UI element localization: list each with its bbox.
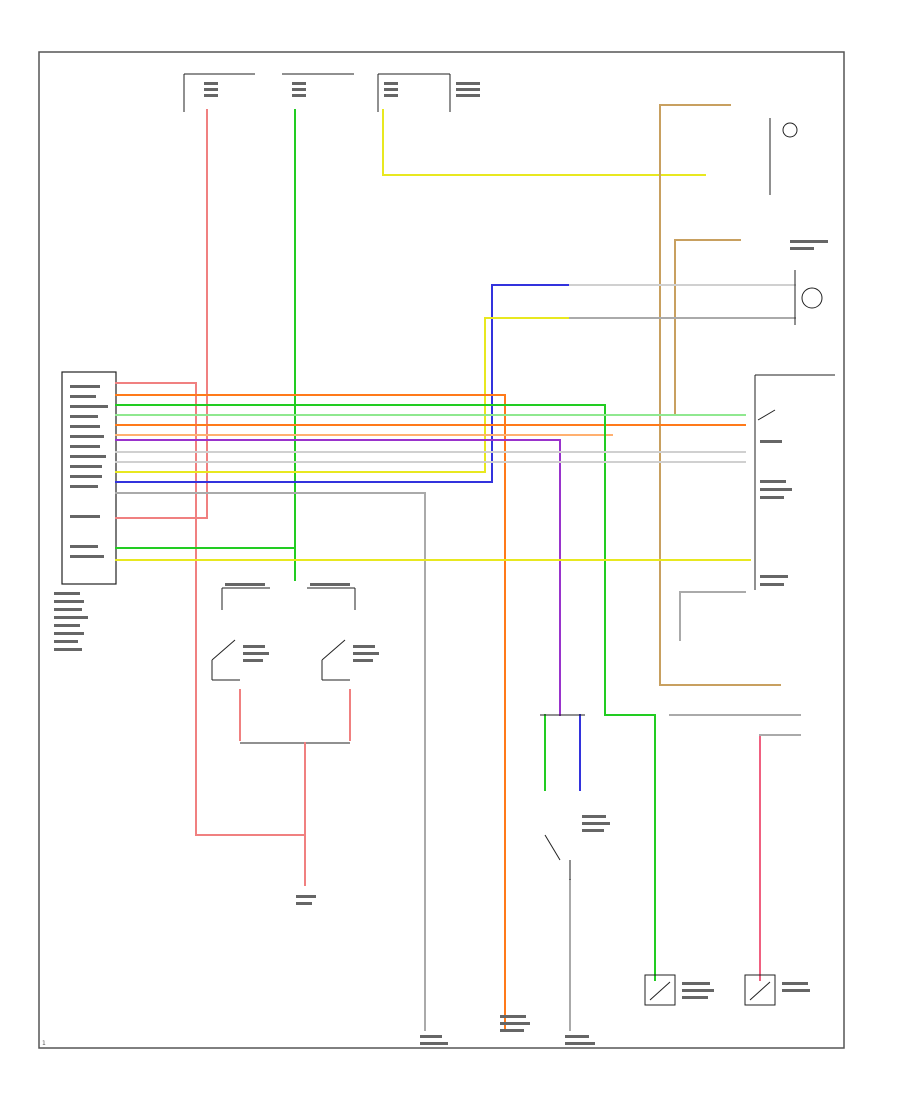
wire-red-loop xyxy=(115,382,306,836)
wires xyxy=(115,104,801,1031)
wire-blue-dlc xyxy=(115,284,571,483)
key-reminder-switch xyxy=(544,815,610,880)
fuse-block-top xyxy=(183,73,480,112)
rear-window-defogger-relay xyxy=(754,374,835,590)
body-control-module xyxy=(54,371,117,651)
door-lock-switches xyxy=(211,583,379,905)
wire-tan-inst xyxy=(659,239,676,416)
trunk-opener-switch xyxy=(744,974,810,1006)
instrument-cluster xyxy=(769,118,828,325)
wire-violet xyxy=(115,439,561,716)
wire-red-main xyxy=(115,109,208,519)
ground-points xyxy=(420,1015,595,1045)
page-number: 1 xyxy=(42,1040,46,1047)
wire-tan-right xyxy=(659,104,781,686)
wire-orange-1 xyxy=(115,394,506,1031)
wire-yellow-top xyxy=(382,109,706,176)
wire-green-door xyxy=(115,404,656,981)
door-switch-driver xyxy=(644,974,714,1006)
diagram-frame xyxy=(38,51,845,1049)
